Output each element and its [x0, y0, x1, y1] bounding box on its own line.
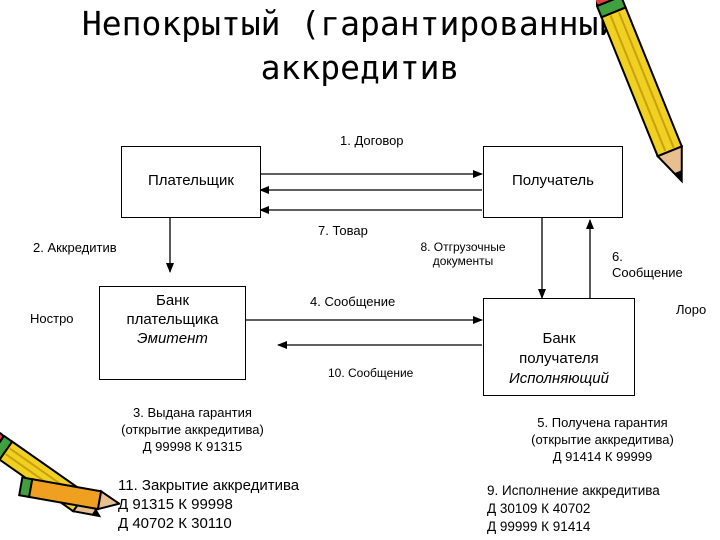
recipient-label: Получатель	[512, 172, 594, 189]
executing-bank-line3: Исполняющий	[509, 370, 609, 387]
execution-label: 9. Исполнение аккредитива Д 30109 К 4070…	[487, 482, 660, 536]
guarantee-issued-line1: 3. Выдана гарантия	[133, 405, 252, 420]
closing-line1: 11. Закрытие аккредитива	[118, 477, 300, 494]
executing-bank-box: Банк получателя Исполняющий	[483, 298, 635, 396]
guarantee-received-label: 5. Получена гарантия (открытие аккредити…	[505, 414, 700, 465]
contract-label: 1. Договор	[340, 133, 404, 148]
letter-of-credit-label: 2. Аккредитив	[33, 240, 117, 255]
message6-line1: 6.	[612, 249, 623, 264]
executing-bank-line2: получателя	[519, 350, 599, 367]
guarantee-received-line3: Д 91414 К 99999	[552, 449, 653, 464]
closing-line2: Д 91315 К 99998	[118, 496, 233, 513]
goods-label: 7. Товар	[318, 223, 368, 238]
shipping-docs-line1: 8. Отгрузочные	[420, 240, 506, 254]
issuer-bank-line3: Эмитент	[137, 330, 208, 347]
execution-line2: Д 30109 К 40702	[487, 501, 591, 516]
issuer-bank-box: Банк плательщика Эмитент	[99, 286, 246, 380]
executing-bank-line1: Банк	[542, 330, 576, 347]
issuer-bank-line2: плательщика	[126, 311, 219, 328]
page-title-line2: аккредитив	[260, 48, 460, 87]
execution-line3: Д 99999 К 91414	[487, 519, 591, 534]
guarantee-received-line1: 5. Получена гарантия	[537, 415, 668, 430]
page-title-line1: Непокрытый (гарантированный)	[81, 4, 639, 43]
recipient-box: Получатель	[483, 146, 623, 218]
nostro-label: Ностро	[30, 311, 74, 326]
guarantee-issued-line3: Д 99998 К 91315	[142, 439, 243, 454]
pencil-icon	[596, 0, 684, 184]
guarantee-issued-line2: (открытие аккредитива)	[121, 422, 264, 437]
shipping-docs-label: 8. Отгрузочные документы	[408, 240, 518, 268]
message6-line2: Сообщение	[612, 265, 683, 280]
payer-box: Плательщик	[121, 146, 261, 218]
execution-line1: 9. Исполнение аккредитива	[487, 483, 660, 498]
message6-label: 6. Сообщение	[612, 249, 683, 281]
shipping-docs-line2: документы	[432, 254, 494, 268]
guarantee-issued-label: 3. Выдана гарантия (открытие аккредитива…	[95, 404, 290, 455]
payer-label: Плательщик	[148, 172, 234, 189]
message10-label: 10. Сообщение	[328, 366, 414, 380]
closing-label: 11. Закрытие аккредитива Д 91315 К 99998…	[118, 476, 299, 533]
pencil-icon	[0, 430, 120, 518]
message4-label: 4. Сообщение	[310, 294, 396, 309]
loro-label: Лоро	[676, 302, 707, 317]
closing-line3: Д 40702 К 30110	[118, 515, 232, 532]
guarantee-received-line2: (открытие аккредитива)	[531, 432, 674, 447]
issuer-bank-line1: Банк	[155, 292, 190, 309]
